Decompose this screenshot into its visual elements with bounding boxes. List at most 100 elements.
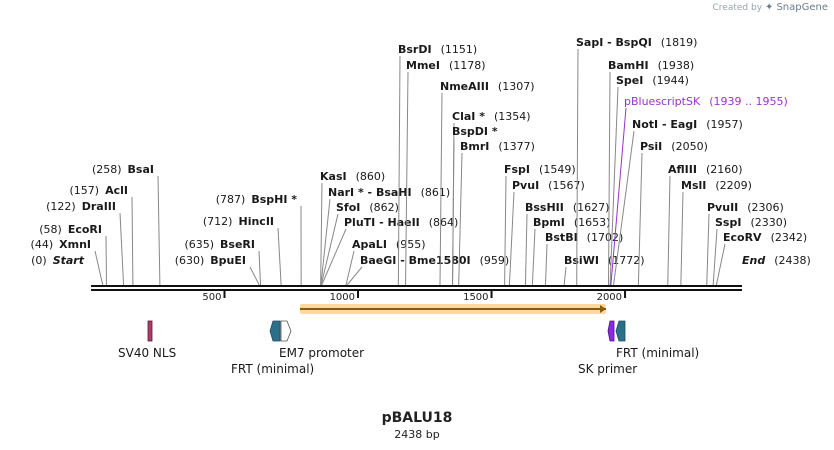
site-label: BstBI <box>545 231 578 244</box>
site-leader-line <box>531 228 536 286</box>
site-leader-line <box>320 182 323 286</box>
brand-prefix: Created by <box>712 2 763 13</box>
site-label: PvuII <box>707 201 738 214</box>
site-coordinate: (1354) <box>494 110 531 123</box>
site-coordinate: (2306) <box>747 201 784 214</box>
site-leader-line <box>439 92 443 286</box>
site-label: FspI <box>504 163 530 176</box>
site-label: SapI - BspQI <box>576 36 652 49</box>
site-leader-line <box>637 152 643 286</box>
sv40-nls-feature <box>147 320 153 342</box>
site-label: BsaI <box>128 163 154 176</box>
site-coordinate: (862) <box>369 201 399 214</box>
site-leader-line <box>94 250 104 286</box>
feature-label: SK primer <box>578 362 637 376</box>
site-leader-line <box>258 250 262 286</box>
site-leader-line <box>576 48 579 286</box>
site-label: BseRI <box>220 238 255 251</box>
site-label: EcoRV <box>723 231 762 244</box>
site-leader-line <box>320 213 339 286</box>
site-coordinate: (955) <box>396 238 426 251</box>
em7-promoter-feature <box>280 320 292 342</box>
scale-tick-label: 500 <box>202 292 221 303</box>
site-leader-line <box>405 71 409 286</box>
site-label: BaeGI - Bme1580I <box>360 254 471 267</box>
plasmid-name: pBALU18 <box>381 410 453 426</box>
site-coordinate: (630) <box>175 254 205 267</box>
site-coordinate: (861) <box>421 186 451 199</box>
site-coordinate: (959) <box>480 254 510 267</box>
site-leader-line <box>563 266 567 286</box>
scale-tick-label: 1000 <box>330 292 355 303</box>
site-label: BspDI * <box>452 125 498 138</box>
site-leader-line <box>345 250 355 286</box>
site-coordinate: (1819) <box>661 36 698 49</box>
site-coordinate: (1939 .. 1955) <box>709 95 788 108</box>
site-coordinate: (1938) <box>658 59 695 72</box>
feature-label: FRT (minimal) <box>231 362 314 376</box>
site-leader-line <box>249 266 260 286</box>
site-leader-line <box>458 152 463 286</box>
site-coordinate: (258) <box>92 163 122 176</box>
site-label: DraIII <box>82 200 116 213</box>
site-coordinate: (157) <box>70 184 100 197</box>
site-label: BssHII <box>525 201 564 214</box>
site-label: AclI <box>105 184 128 197</box>
site-coordinate: (2160) <box>706 163 743 176</box>
site-label: KasI <box>320 170 347 183</box>
site-label: BmrI <box>460 140 489 153</box>
site-label: MslI <box>681 179 706 192</box>
site-coordinate: (1549) <box>539 163 576 176</box>
site-label: ClaI * <box>452 110 485 123</box>
site-coordinate: (1377) <box>498 140 535 153</box>
site-coordinate: (712) <box>203 215 233 228</box>
site-leader-line <box>712 228 718 286</box>
site-label: BpmI <box>533 216 565 229</box>
site-coordinate: (1944) <box>652 74 689 87</box>
site-label: PluTI - HaeII <box>344 216 420 229</box>
site-leader-line <box>680 191 684 286</box>
site-coordinate: (1653) <box>574 216 611 229</box>
site-coordinate: (0) <box>31 254 47 267</box>
site-leader-line <box>706 213 710 286</box>
site-leader-line <box>157 175 161 286</box>
site-label: MmeI <box>406 59 440 72</box>
site-leader-line <box>607 71 611 286</box>
feature-label: EM7 promoter <box>279 346 364 360</box>
site-coordinate: (58) <box>39 223 62 236</box>
site-leader-line <box>613 130 635 286</box>
site-leader-line <box>452 137 455 286</box>
site-leader-line <box>610 107 627 286</box>
site-leader-line <box>544 243 548 286</box>
site-leader-line <box>667 175 671 286</box>
site-coordinate: (1627) <box>573 201 610 214</box>
site-coordinate: (2342) <box>771 231 808 244</box>
site-leader-line <box>397 55 401 286</box>
site-coordinate: (2438) <box>774 254 811 267</box>
site-coordinate: (1567) <box>548 179 585 192</box>
site-leader-line <box>508 191 515 286</box>
site-coordinate: (635) <box>184 238 214 251</box>
site-label: pBluescriptSK <box>624 95 701 108</box>
site-coordinate: (1178) <box>449 59 486 72</box>
site-label: Start <box>53 254 85 267</box>
site-label: NotI - EagI <box>632 118 697 131</box>
site-coordinate: (787) <box>216 193 246 206</box>
site-leader-line <box>320 198 331 286</box>
site-label: PsiI <box>640 140 662 153</box>
site-label: BsrDI <box>398 43 432 56</box>
orf-arrowhead <box>600 305 606 313</box>
site-label: EcoRI <box>68 223 102 236</box>
site-coordinate: (44) <box>31 238 54 251</box>
site-coordinate: (122) <box>46 200 76 213</box>
site-leader-line <box>609 86 619 286</box>
site-coordinate: (860) <box>356 170 386 183</box>
site-label: PvuI <box>512 179 539 192</box>
site-label: BpuEI <box>210 254 246 267</box>
site-leader-line <box>715 243 726 286</box>
frt-minimal-left-feature <box>269 320 281 342</box>
site-leader-line <box>119 212 125 286</box>
scale-tick-label: 1500 <box>463 292 488 303</box>
site-label: BspHI * <box>251 193 297 206</box>
